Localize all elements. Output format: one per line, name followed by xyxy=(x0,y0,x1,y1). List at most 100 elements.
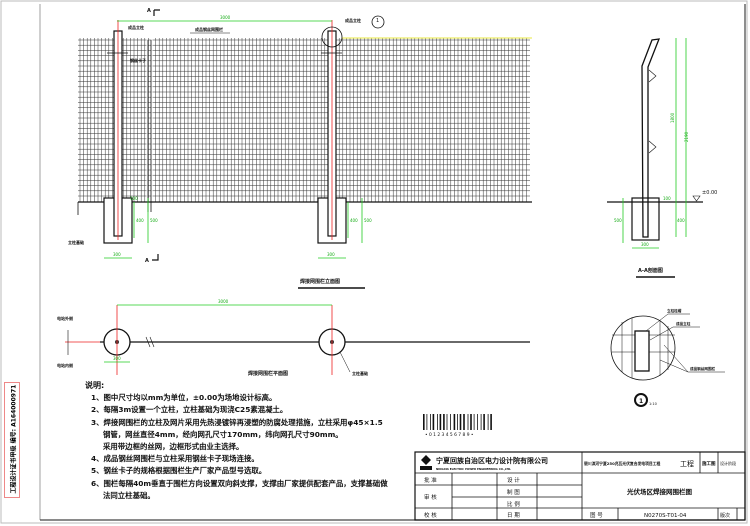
barcode-bar xyxy=(467,414,469,430)
barcode-bar xyxy=(470,414,472,430)
inside-label: 电站内侧 xyxy=(57,362,73,368)
note-item: 2、每隔3m设置一个立柱，立柱基础为现浇C25素混凝土。 xyxy=(91,405,288,415)
barcode-bar xyxy=(490,414,492,430)
level-mark: ±0.00 xyxy=(702,190,717,196)
above-dim: 100 xyxy=(130,196,138,201)
elevation-dimensions xyxy=(104,20,363,259)
date-label: 日 期 xyxy=(507,512,520,519)
certificate-text: 工程设计证书甲级 编号: A164000971 xyxy=(10,384,18,494)
detail-post-label: 成品立柱 xyxy=(676,321,691,326)
section-arrow xyxy=(152,254,159,261)
check-label: 校 核 xyxy=(424,511,437,519)
post-label: 成品立柱 xyxy=(128,24,144,30)
drawing-no: N0270S-T01-04 xyxy=(644,513,687,519)
draw-label: 制 图 xyxy=(507,488,520,496)
note-item: 5、钢丝卡子的规格根据围栏生产厂家产品型号选取。 xyxy=(91,466,267,476)
note-item: 钢管，网丝直径4mm，经向网孔尺寸170mm，纬向网孔尺寸90mm。 xyxy=(103,429,343,439)
section-view xyxy=(607,38,703,241)
barcode-digits: • 0 1 2 3 4 5 6 7 8 9 • xyxy=(425,432,473,438)
barcode-bar xyxy=(432,414,435,430)
barcode-bar xyxy=(443,414,445,430)
barcode-bar xyxy=(430,414,431,430)
footing-dim: 300 xyxy=(327,252,335,257)
detail-cap-label: 立柱柱帽 xyxy=(667,308,682,313)
plan-footing-dim: 300 xyxy=(113,356,121,361)
design-stage: 施工图 xyxy=(702,460,716,467)
plan-title: 焊接网围栏平面图 xyxy=(248,370,288,377)
barcode-bar xyxy=(446,414,448,430)
section-dim-depth: 500 xyxy=(614,218,622,223)
foundation-label: 立柱基础 xyxy=(68,239,84,245)
certificate-stamp: 工程设计证书甲级 编号: A164000971 xyxy=(4,382,20,498)
section-arrow xyxy=(153,9,160,16)
company-logo xyxy=(420,455,432,470)
barcode-bar xyxy=(477,414,478,430)
barcode-bar xyxy=(439,414,442,430)
plan-foundation-label: 立柱基础 xyxy=(352,370,368,376)
design-label: 设 计 xyxy=(507,476,520,484)
barcode-bar xyxy=(487,414,489,430)
drawing-title: 光伏场区焊接网围栏图 xyxy=(626,487,693,496)
approve-label: 批 准 xyxy=(424,476,437,484)
mesh-label: 成品钢丝网围栏 xyxy=(195,26,223,32)
section-title: A-A剖面图 xyxy=(638,267,663,274)
barcode-bar xyxy=(483,414,485,430)
note-item: 6、围栏每隔40m垂直于围栏方向设置双向斜支撑，支撑由厂家提供配套产品，支撑基础… xyxy=(91,478,388,488)
clip-label: 钢丝卡子 xyxy=(130,57,146,63)
section-dimensions xyxy=(622,38,687,249)
detail-ref: 1 xyxy=(376,18,379,24)
detail-mesh-label: 成品钢丝网围栏 xyxy=(690,366,716,371)
outside-label: 电站外侧 xyxy=(57,315,73,321)
barcode-bar xyxy=(437,414,438,430)
section-dim-total: 2190 xyxy=(684,131,689,142)
review-label: 审 核 xyxy=(424,493,437,501)
project-suffix: 工程 xyxy=(680,459,694,468)
plan-span-dim: 3000 xyxy=(218,299,229,304)
section-dim-above: 100 xyxy=(663,196,671,201)
embed-dim: 400 xyxy=(350,218,358,223)
embed-dim: 400 xyxy=(136,218,144,223)
barcode-bar xyxy=(457,414,458,430)
note-item: 法同立柱基础。 xyxy=(103,490,155,500)
depth-dim: 500 xyxy=(364,218,372,223)
barcode-bar xyxy=(473,414,475,430)
notes: 说明: 1、图中尺寸均以mm为单位，±0.00为场地设计标高。 2、每隔3m设置… xyxy=(85,380,388,502)
section-dim-width: 300 xyxy=(641,242,649,247)
fence-mesh xyxy=(78,38,530,215)
section-mark-top: A xyxy=(147,8,151,14)
title-block xyxy=(414,451,746,521)
post-2 xyxy=(317,20,347,244)
plan-view xyxy=(65,304,530,375)
section-mark-bottom: A xyxy=(145,258,149,264)
note-item: 3、焊接网围栏的立柱及网片采用先热浸镀锌再浸塑的防腐处理措施，立柱采用φ45×1… xyxy=(91,417,383,427)
barcode-bar xyxy=(480,414,482,430)
depth-dim: 500 xyxy=(150,218,158,223)
detail-ref-circle xyxy=(371,15,385,29)
barcode-bar xyxy=(450,414,451,430)
barcode xyxy=(423,414,492,430)
detail-scale: 1:10 xyxy=(649,402,657,406)
section-dim-embed: 400 xyxy=(677,218,685,223)
span-dim: 3000 xyxy=(220,15,231,20)
project-name: 银川滨河宁夏250兆瓦光伏复合发电项目工程 xyxy=(584,461,660,466)
section-dim-mesh: 1800 xyxy=(670,112,675,123)
version-label: 版次 xyxy=(720,512,730,519)
post-1 xyxy=(103,20,133,244)
scale-label: 比 例 xyxy=(507,500,520,508)
barcode-bar xyxy=(459,414,462,430)
elevation-title: 焊接网围栏立面图 xyxy=(300,278,340,285)
company-name: 宁夏回族自治区电力设计院有限公司 xyxy=(436,456,548,465)
drawing-no-label: 图 号 xyxy=(590,511,603,519)
barcode-bar xyxy=(426,414,428,430)
post-label: 成品立柱 xyxy=(345,17,361,23)
notes-heading: 说明: xyxy=(85,381,105,390)
note-item: 4、成品钢丝网围栏与立柱采用钢丝卡子现场连接。 xyxy=(91,454,259,464)
design-stage-label: 设计阶段 xyxy=(720,460,736,466)
detail-view xyxy=(610,313,725,407)
company-name-en: NINGXIA ELECTRIC POWER ENGINEERING CO.,L… xyxy=(436,467,511,471)
barcode-bar xyxy=(423,414,425,430)
note-item: 采用带边框的丝网，边框形式由业主选择。 xyxy=(103,442,244,452)
barcode-bar xyxy=(463,414,465,430)
